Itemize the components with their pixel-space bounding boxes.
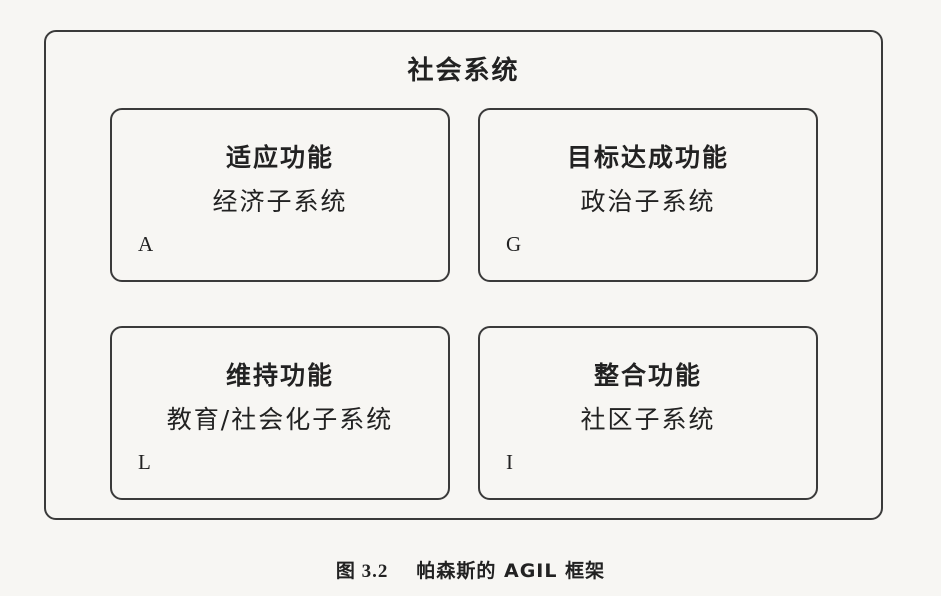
figure-number: 图 3.2	[335, 561, 389, 582]
figure-caption: 图 3.2 帕森斯的 AGIL 框架	[0, 556, 941, 583]
latency-box: 维持功能 教育/社会化子系统 L	[110, 326, 450, 500]
social-system-title: 社会系统	[407, 56, 520, 86]
integration-letter: I	[506, 450, 513, 474]
goal-attainment-letter: G	[506, 232, 522, 256]
integration-title: 整合功能	[593, 361, 702, 390]
adaptation-title: 适应功能	[225, 143, 334, 172]
latency-subsystem: 教育/社会化子系统	[166, 405, 394, 434]
adaptation-subsystem: 经济子系统	[212, 187, 348, 216]
adaptation-letter: A	[138, 232, 154, 256]
goal-attainment-box: 目标达成功能 政治子系统 G	[478, 108, 818, 282]
integration-subsystem: 社区子系统	[580, 405, 716, 434]
integration-box: 整合功能 社区子系统 I	[478, 326, 818, 500]
latency-title: 维持功能	[225, 361, 334, 390]
social-system-frame: 社会系统	[44, 30, 883, 520]
goal-attainment-title: 目标达成功能	[566, 143, 729, 172]
goal-attainment-subsystem: 政治子系统	[580, 187, 716, 216]
adaptation-box: 适应功能 经济子系统 A	[110, 108, 450, 282]
figure-caption-text: 帕森斯的 AGIL 框架	[416, 560, 606, 582]
latency-letter: L	[138, 450, 151, 474]
